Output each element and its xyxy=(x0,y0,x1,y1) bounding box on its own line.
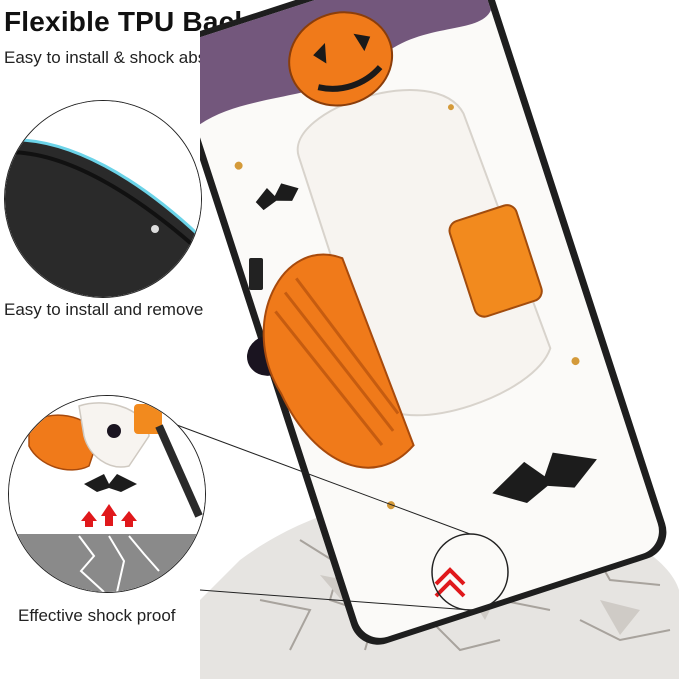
pumpkin-icon xyxy=(288,11,394,107)
bat-icon xyxy=(255,183,597,504)
caption-shock-proof: Effective shock proof xyxy=(18,606,176,625)
product-case-illustration xyxy=(200,0,679,679)
zoom-circle-shock-proof xyxy=(8,395,206,593)
tablet-case-edge-icon xyxy=(5,101,201,297)
zoom-circle-case-edge xyxy=(4,100,202,298)
page-subtitle: Easy to install & shock absorption xyxy=(4,48,259,67)
pull-tab xyxy=(249,258,263,290)
caption-install-remove: Easy to install and remove xyxy=(4,300,204,319)
